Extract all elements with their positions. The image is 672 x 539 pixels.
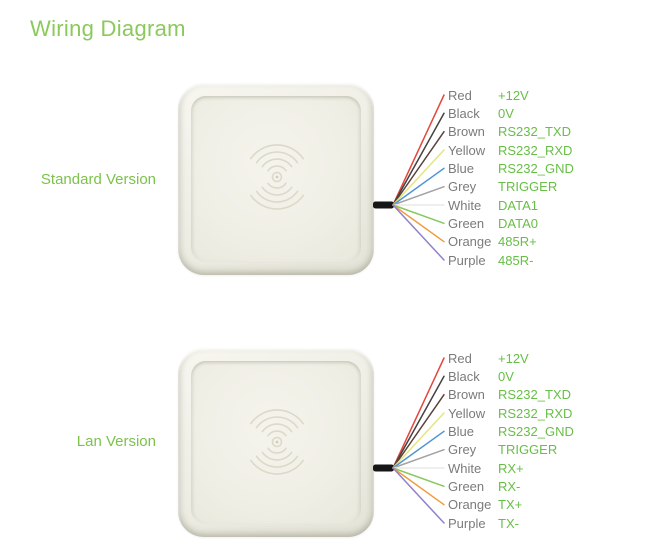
wire-color-name: Green <box>448 215 485 231</box>
wire-signal-label: DATA1 <box>498 197 538 213</box>
wire-row: Blue RS232_GND <box>448 159 574 177</box>
page-title: Wiring Diagram <box>30 16 186 41</box>
wire-line-orange <box>392 467 445 506</box>
wire-row: Red +12V <box>448 86 574 104</box>
wire-line-blue <box>392 167 445 206</box>
wire-row: Green RX- <box>448 477 574 495</box>
wire-row: Orange 485R+ <box>448 233 574 251</box>
wire-row: White RX+ <box>448 459 574 477</box>
version-label-standard: Standard Version <box>40 171 156 188</box>
wire-line-purple <box>392 204 445 261</box>
wire-color-name: Blue <box>448 423 475 439</box>
wire-signal-label: 0V <box>498 105 514 121</box>
wire-signal-label: TRIGGER <box>498 179 558 195</box>
wire-color-name: Black <box>448 105 480 121</box>
device-front-face <box>191 96 361 262</box>
wire-color-name: Purple <box>448 515 486 531</box>
wire-color-name: Brown <box>448 387 485 403</box>
wire-row: Red +12V <box>448 349 574 367</box>
wire-color-name: Purple <box>448 252 486 268</box>
wire-color-name: Red <box>448 350 472 366</box>
wire-signal-label: 485R+ <box>498 234 537 250</box>
wire-color-name: Grey <box>448 442 477 458</box>
wire-color-name: Orange <box>448 497 492 513</box>
wire-line-orange <box>392 204 445 243</box>
wire-line-purple <box>392 467 445 524</box>
wire-row: Purple 485R- <box>448 251 574 269</box>
wire-signal-label: 0V <box>498 368 514 384</box>
wire-line-yellow <box>392 149 445 206</box>
wire-row: Brown RS232_TXD <box>448 386 574 404</box>
wire-color-name: Blue <box>448 160 475 176</box>
wire-row: Purple TX- <box>448 514 574 532</box>
wire-signal-label: RX- <box>498 478 521 494</box>
rfid-ripple-icon <box>250 409 304 475</box>
version-label-lan: Lan Version <box>76 433 156 450</box>
wire-signal-label: +12V <box>498 350 529 366</box>
wire-line-brown <box>392 393 445 469</box>
wire-row: White DATA1 <box>448 196 574 214</box>
cable-stub <box>373 201 394 209</box>
wire-color-name: Green <box>448 478 485 494</box>
wire-line-yellow <box>392 412 445 469</box>
wire-signal-label: RS232_RXD <box>498 142 573 158</box>
wire-color-name: Orange <box>448 234 492 250</box>
rfid-ripple-icon <box>250 144 304 210</box>
wire-color-name: Brown <box>448 124 485 140</box>
wire-row: Black 0V <box>448 104 574 122</box>
wire-row: Yellow RS232_RXD <box>448 404 574 422</box>
wire-row: Grey TRIGGER <box>448 441 574 459</box>
wire-signal-label: DATA0 <box>498 215 538 231</box>
wire-color-name: Yellow <box>448 405 486 421</box>
wire-fan-standard <box>373 94 445 261</box>
wire-line-grey <box>392 448 445 469</box>
wire-line-green <box>392 204 445 225</box>
wire-row: Grey TRIGGER <box>448 178 574 196</box>
wire-line-black <box>392 375 445 469</box>
wire-row: Blue RS232_GND <box>448 422 574 440</box>
wire-line-green <box>392 467 445 488</box>
wire-line-brown <box>392 130 445 206</box>
wire-row: Black 0V <box>448 367 574 385</box>
wire-signal-label: TX+ <box>498 497 523 513</box>
wire-row: Yellow RS232_RXD <box>448 141 574 159</box>
wire-color-name: Yellow <box>448 142 486 158</box>
rfid-reader-standard <box>178 83 374 275</box>
wire-signal-label: TRIGGER <box>498 442 558 458</box>
wire-color-name: White <box>448 460 482 476</box>
cable-stub <box>373 464 394 472</box>
wire-row: Green DATA0 <box>448 214 574 232</box>
wire-signal-label: RS232_RXD <box>498 405 573 421</box>
wire-signal-label: RS232_TXD <box>498 124 571 140</box>
wire-signal-label: RS232_TXD <box>498 387 571 403</box>
wire-line-red <box>392 94 445 206</box>
wire-row: Brown RS232_TXD <box>448 123 574 141</box>
wire-line-red <box>392 357 445 469</box>
wire-signal-label: +12V <box>498 87 529 103</box>
wire-signal-label: RX+ <box>498 460 524 476</box>
wire-line-black <box>392 112 445 206</box>
wire-signal-label: 485R- <box>498 252 534 268</box>
wire-color-name: White <box>448 197 482 213</box>
wire-color-name: Red <box>448 87 472 103</box>
wire-color-name: Grey <box>448 179 477 195</box>
wire-color-name: Black <box>448 368 480 384</box>
wire-signal-label: TX- <box>498 515 519 531</box>
wire-signal-label: RS232_GND <box>498 423 574 439</box>
wire-signal-label: RS232_GND <box>498 160 574 176</box>
rfid-reader-lan <box>178 348 374 537</box>
wire-fan-lan <box>373 357 445 524</box>
wire-line-grey <box>392 185 445 206</box>
wire-line-blue <box>392 430 445 469</box>
wire-row: Orange TX+ <box>448 496 574 514</box>
